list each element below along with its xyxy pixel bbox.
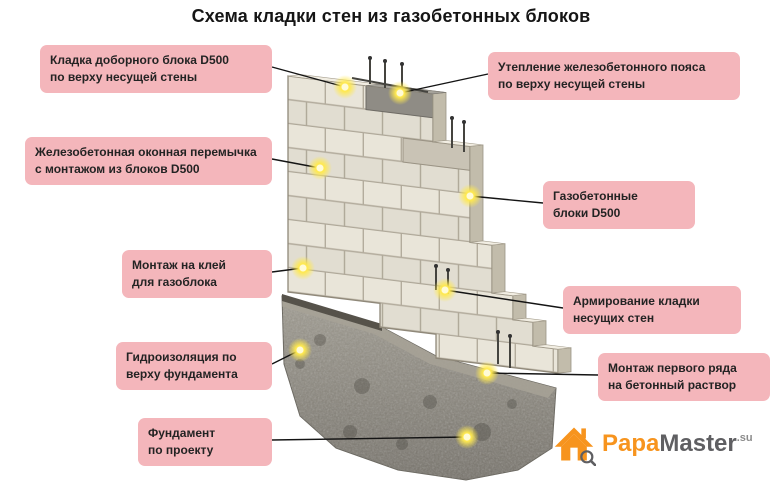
callout-label-uteplenie-poyasa: Утепление железобетонного пояса по верху…	[488, 52, 740, 100]
callout-lines	[271, 66, 599, 441]
page-title: Схема кладки стен из газобетонных блоков	[191, 6, 591, 26]
callout-label-fundament: Фундамент по проекту	[138, 418, 272, 466]
logo-brand-secondary: Master	[659, 430, 737, 457]
callout-label-gazobetonnye-bloki: Газобетонные блоки D500	[543, 181, 695, 229]
glow-markers	[288, 75, 499, 449]
callout-label-peremychka: Железобетонная оконная перемычка с монта…	[25, 137, 272, 185]
waterproofing-layer	[282, 294, 382, 331]
logo-brand-primary: Papa	[602, 430, 660, 457]
logo-text: PapaMaster.su	[602, 432, 753, 456]
callout-label-montazh-na-klei: Монтаж на клей для газоблока	[122, 250, 272, 298]
callout-label-dobornyi-blok: Кладка доборного блока D500 по верху нес…	[40, 45, 272, 93]
rebar-tips	[368, 56, 512, 338]
callout-label-pervyi-ryad: Монтаж первого ряда на бетонный раствор	[598, 353, 770, 401]
house-icon	[554, 427, 596, 466]
callout-label-armirovanie: Армирование кладки несущих стен	[563, 286, 741, 334]
papamaster-logo: PapaMaster.su	[552, 422, 753, 466]
logo-tld: .su	[736, 432, 753, 444]
callout-label-gidroizolyatsiya: Гидроизоляция по верху фундамента	[116, 342, 272, 390]
